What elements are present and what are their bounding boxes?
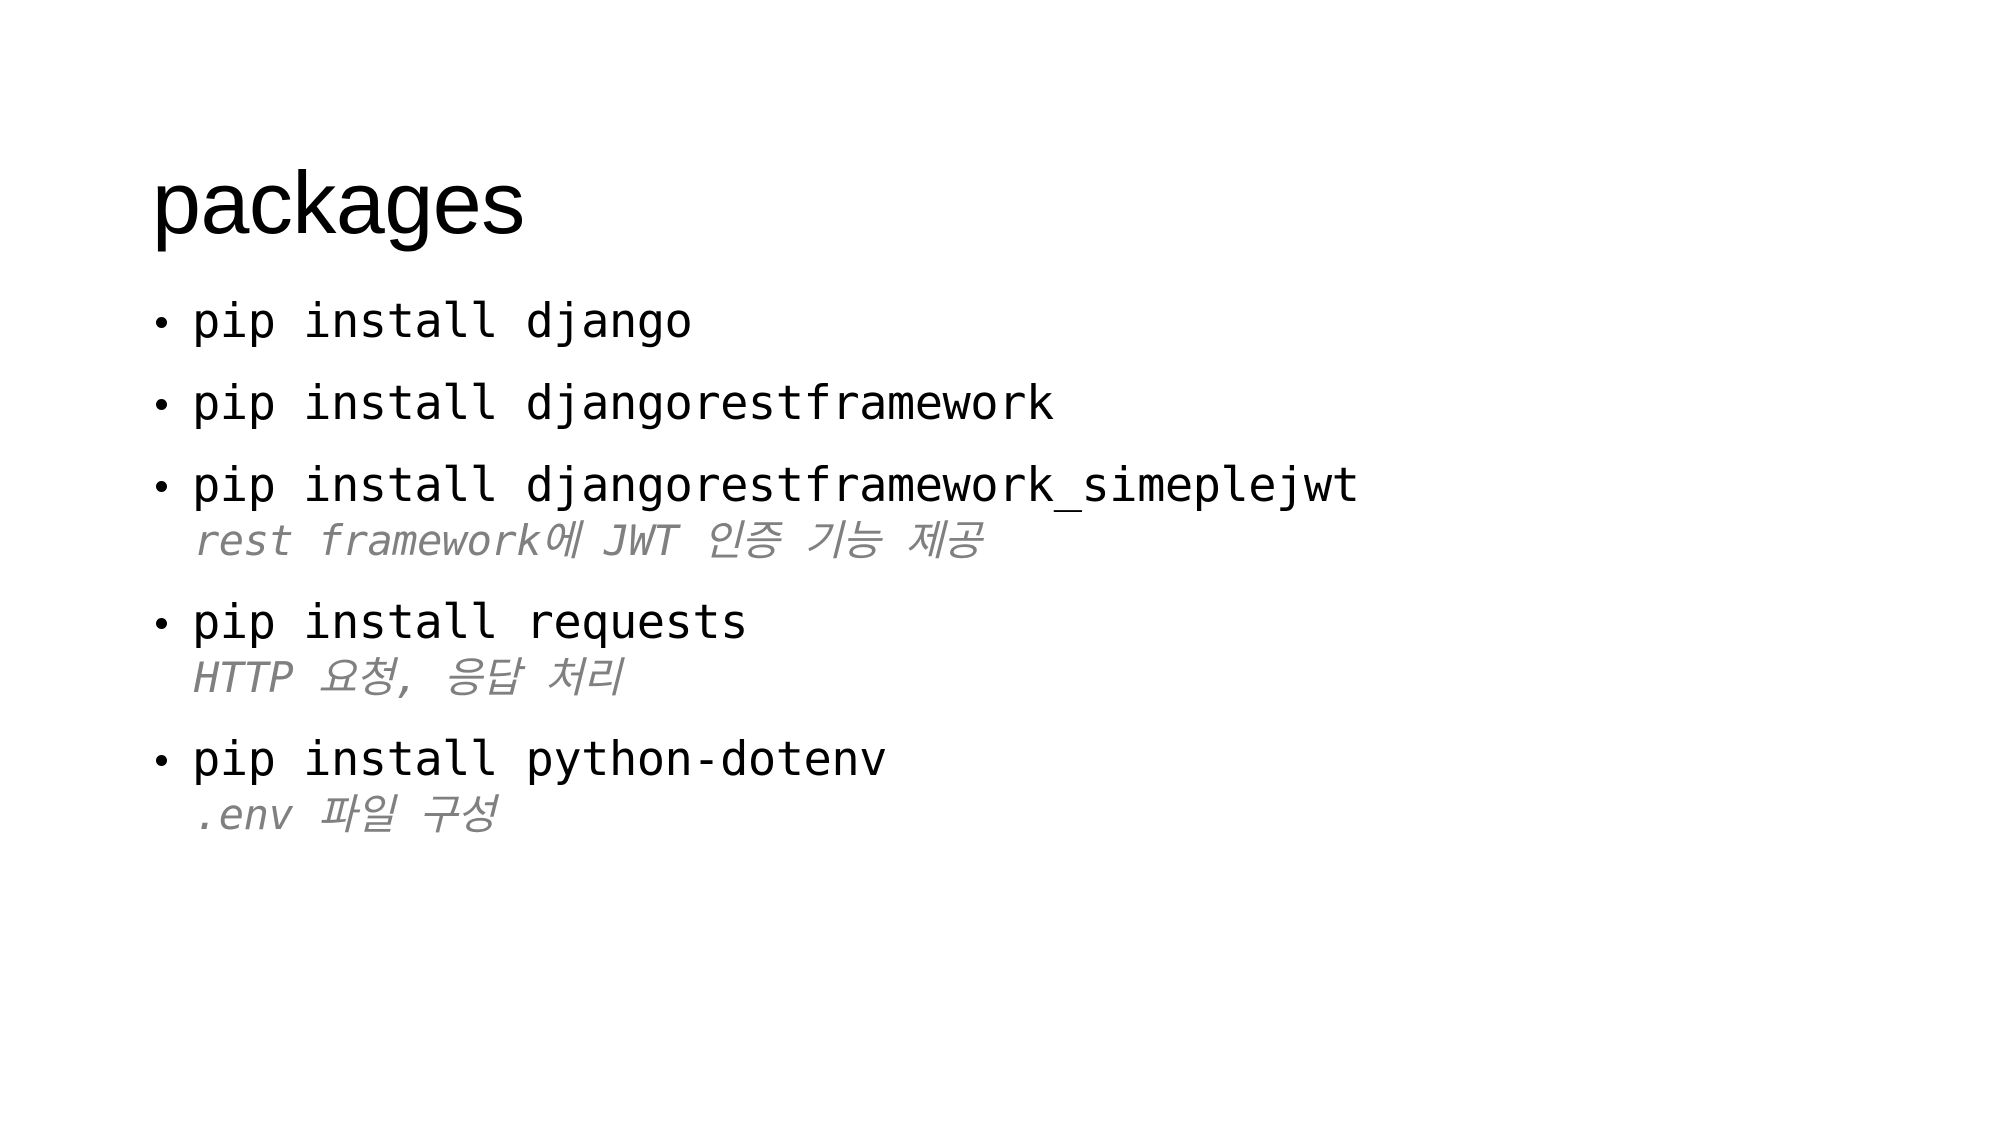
install-description: .env 파일 구성 xyxy=(194,789,496,839)
install-command: pip install djangorestframework_simeplej… xyxy=(192,458,1360,514)
install-command: pip install requests xyxy=(192,594,748,650)
package-install-list: pip install django pip install djangores… xyxy=(150,294,1850,869)
install-command: pip install python-dotenv xyxy=(192,731,887,787)
list-item: pip install requests HTTP 요청, 응답 처리 xyxy=(150,594,1850,707)
list-item: pip install django xyxy=(150,294,1850,349)
bullet-dot-icon xyxy=(156,481,167,493)
bullet-dot-icon xyxy=(156,754,167,766)
bullet-dot-icon xyxy=(156,317,167,328)
bullet-dot-icon xyxy=(156,399,167,411)
install-command: pip install django xyxy=(192,294,693,349)
install-command: pip install djangorestframework xyxy=(192,376,1054,432)
bullet-dot-icon xyxy=(156,617,167,629)
list-item: pip install djangorestframework_simeplej… xyxy=(150,459,1850,570)
install-description: HTTP 요청, 응답 처리 xyxy=(194,652,622,702)
page-title: packages xyxy=(152,152,525,252)
list-item: pip install djangorestframework xyxy=(150,376,1850,432)
list-item: pip install python-dotenv .env 파일 구성 xyxy=(150,731,1850,844)
install-description: rest framework에 JWT 인증 기능 제공 xyxy=(194,516,982,566)
